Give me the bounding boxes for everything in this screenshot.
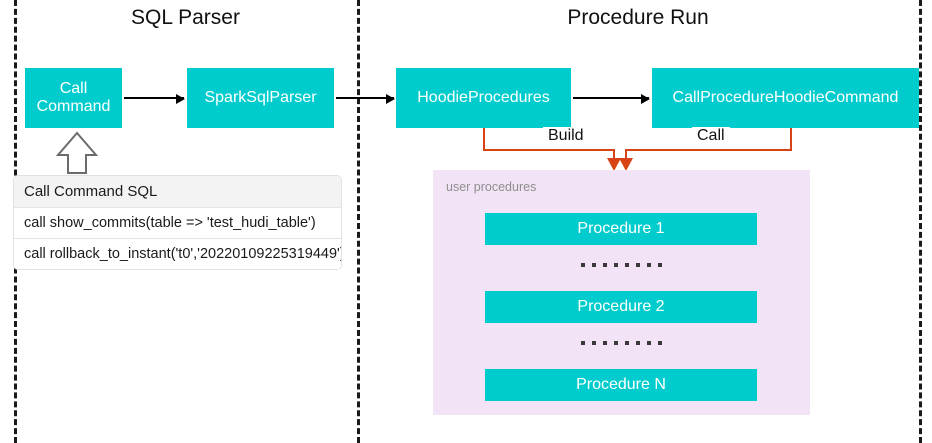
ellipsis-dot <box>591 263 596 267</box>
block-arrow-up-icon <box>55 131 99 174</box>
node-spark-sql-parser[interactable]: SparkSqlParser <box>187 68 334 128</box>
ellipsis-dot <box>646 341 651 345</box>
ellipsis-dot <box>613 263 618 267</box>
build-arrowhead <box>607 158 621 171</box>
call-arrowhead <box>619 158 633 171</box>
section-title-sql-parser: SQL Parser <box>131 6 240 29</box>
ellipsis-dot <box>624 263 629 267</box>
section-title-procedure-run: Procedure Run <box>567 6 709 29</box>
sql-table-row: call rollback_to_instant('t0','202201092… <box>14 239 341 269</box>
call-connector-vertical-end <box>625 149 627 161</box>
edge-label-call: Call <box>692 127 730 145</box>
node-call-procedure-hoodie-command[interactable]: CallProcedureHoodieCommand <box>652 68 919 128</box>
build-connector-vertical-start <box>483 128 485 151</box>
ellipsis-dot <box>657 263 662 267</box>
sql-table-header: Call Command SQL <box>14 176 341 208</box>
sql-table-row: call show_commits(table => 'test_hudi_ta… <box>14 208 341 239</box>
ellipsis-dot <box>580 341 585 345</box>
ellipsis-dot <box>657 341 662 345</box>
user-procedures-label: user procedures <box>446 180 537 194</box>
ellipsis-dot <box>624 341 629 345</box>
call-command-sql-table: Call Command SQL call show_commits(table… <box>14 176 341 269</box>
edge-label-build: Build <box>543 127 589 145</box>
ellipsis-dot <box>613 341 618 345</box>
procedure-item[interactable]: Procedure N <box>485 369 757 401</box>
ellipsis-dot <box>591 341 596 345</box>
node-hoodie-procedures[interactable]: HoodieProcedures <box>396 68 571 128</box>
build-connector-vertical-end <box>613 149 615 161</box>
ellipsis-dot <box>602 263 607 267</box>
call-connector-vertical-start <box>790 128 792 151</box>
user-procedures-container: user procedures Procedure 1 Procedure 2 … <box>433 170 810 415</box>
procedure-ellipsis <box>485 327 757 359</box>
procedure-ellipsis <box>485 249 757 281</box>
procedure-item[interactable]: Procedure 2 <box>485 291 757 323</box>
arrow-hoodie-procedures-to-call-procedure-hoodie-command <box>573 94 650 104</box>
ellipsis-dot <box>635 341 640 345</box>
arrow-call-command-to-spark-sql-parser <box>124 94 185 104</box>
section-divider-right <box>919 0 922 443</box>
ellipsis-dot <box>602 341 607 345</box>
build-connector-horizontal <box>483 149 615 151</box>
ellipsis-dot <box>646 263 651 267</box>
call-connector-horizontal <box>625 149 792 151</box>
node-call-command[interactable]: Call Command <box>25 68 122 128</box>
arrow-spark-sql-parser-to-hoodie-procedures <box>336 94 395 104</box>
procedure-item[interactable]: Procedure 1 <box>485 213 757 245</box>
section-divider-middle <box>357 0 360 443</box>
ellipsis-dot <box>580 263 585 267</box>
ellipsis-dot <box>635 263 640 267</box>
